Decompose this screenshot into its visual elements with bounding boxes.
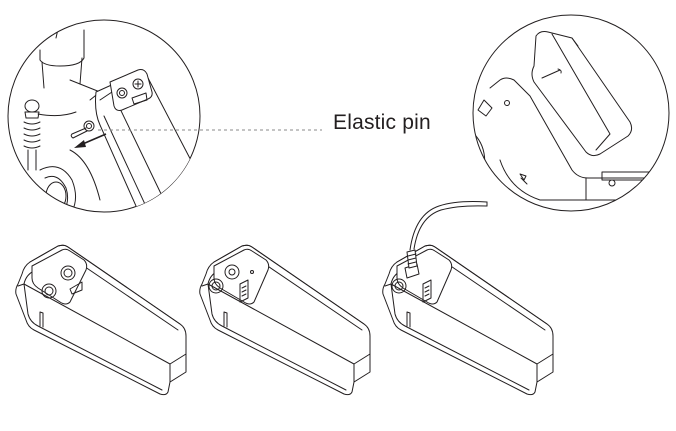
battery-view-3 — [382, 201, 554, 396]
battery-view-1 — [15, 244, 187, 396]
detail-circle-left — [7, 19, 201, 213]
elastic-pin-label: Elastic pin — [333, 111, 431, 134]
battery-view-2 — [199, 244, 371, 396]
detail-circle-right — [472, 14, 670, 212]
